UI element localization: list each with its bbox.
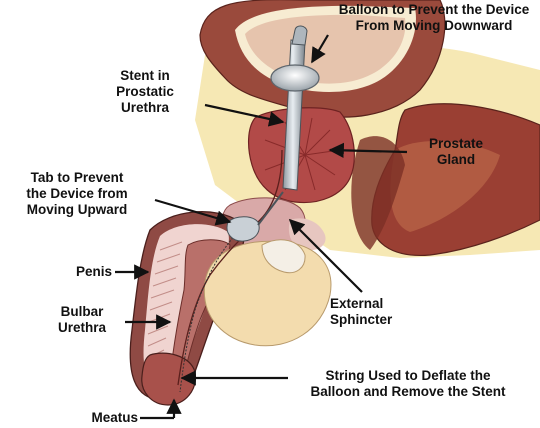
arrow-prostate xyxy=(328,142,408,159)
label-meatus: Meatus xyxy=(91,410,138,425)
label-bulbar: Bulbar Urethra xyxy=(57,304,106,335)
label-sphincter: External Sphincter xyxy=(330,296,393,327)
label-string: String Used to Deflate the Balloon and R… xyxy=(310,368,506,399)
arrow-tab xyxy=(154,198,232,226)
stent-top xyxy=(291,25,308,46)
label-tab: Tab to Prevent the Device from Moving Up… xyxy=(26,170,128,217)
urethra-line xyxy=(177,149,283,386)
label-balloon: Balloon to Prevent the Device From Movin… xyxy=(338,2,530,33)
label-prostate: Prostate Gland xyxy=(428,136,484,167)
tab-connector xyxy=(257,191,284,226)
leader-arrows xyxy=(115,34,408,420)
balloon xyxy=(270,64,320,92)
prostate-gland xyxy=(248,107,355,204)
rectum-inner xyxy=(390,140,500,232)
arrow-stent xyxy=(204,103,285,127)
testis xyxy=(261,239,306,274)
anchoring-tab xyxy=(226,216,260,242)
arrow-sphincter xyxy=(288,218,363,293)
rectum-shading xyxy=(351,136,405,250)
retrieval-string xyxy=(179,229,241,393)
label-penis: Penis xyxy=(75,264,112,279)
label-stent: Stent in Prostatic Urethra xyxy=(116,68,174,115)
arrow-balloon xyxy=(311,34,329,64)
